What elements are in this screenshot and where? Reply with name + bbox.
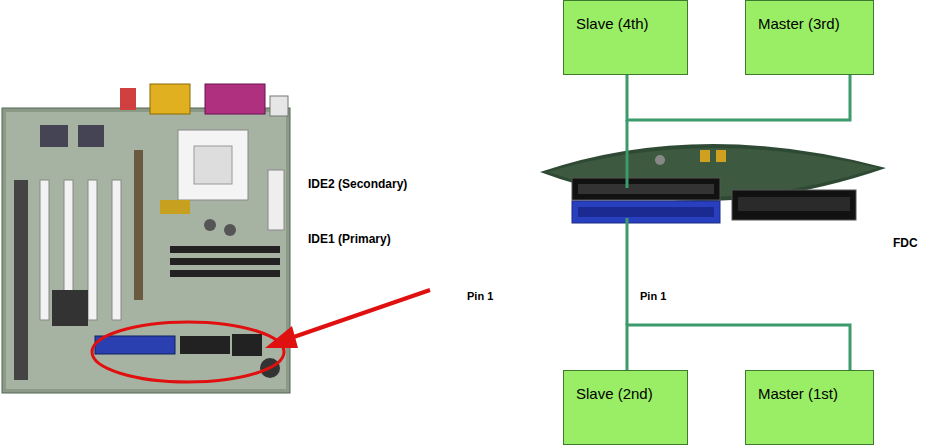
- drive-label: Master (3rd): [758, 15, 867, 32]
- ide-cable: [627, 325, 850, 370]
- drive-box: Slave (4th): [563, 0, 688, 75]
- ide-cable: [627, 75, 850, 120]
- drive-box: Slave (2nd): [563, 370, 688, 445]
- drive-label: Slave (4th): [576, 15, 681, 32]
- highlight-ellipse: [92, 322, 284, 382]
- drive-label: Master (1st): [758, 385, 867, 402]
- connector-closeup: [540, 144, 886, 223]
- drive-box: Master (3rd): [745, 0, 874, 75]
- connector-name: IDE2 (Secondary): [308, 177, 407, 191]
- pin-label: Pin 1: [640, 290, 666, 302]
- cable-stub: [626, 120, 629, 325]
- drive-label: Slave (2nd): [576, 385, 681, 402]
- pin-label: Pin 1: [467, 290, 493, 302]
- connector-name: IDE1 (Primary): [308, 232, 391, 246]
- drive-box: Master (1st): [745, 370, 874, 445]
- connector-name: FDC: [893, 236, 918, 250]
- motherboard-photo: [2, 84, 290, 393]
- pointer-arrow: [265, 290, 430, 348]
